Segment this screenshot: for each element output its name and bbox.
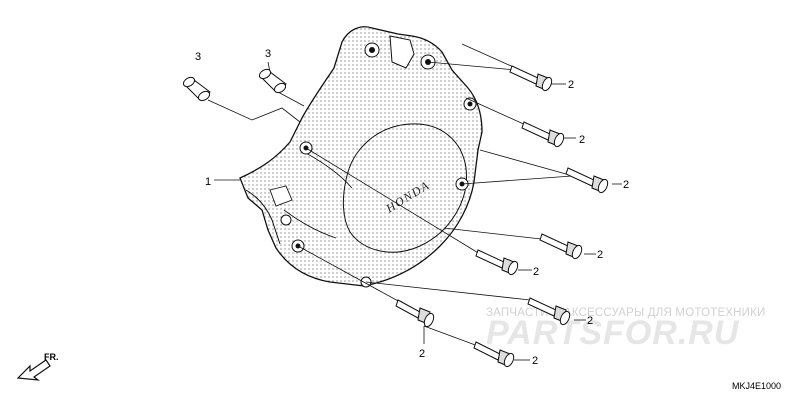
watermark-caption: ЗАПЧАСТИ И АКСЕССУАРЫ ДЛЯ МОТОТЕХНИКИ	[486, 307, 766, 319]
generator-cover: HONDA	[239, 26, 483, 288]
watermark-logo: PARTSFOR.RU	[486, 314, 740, 352]
dowel-pins	[182, 68, 287, 102]
bolt-a	[509, 65, 553, 92]
dowel-pin-right	[258, 68, 287, 94]
bolt-b	[521, 121, 565, 148]
bolt-f	[527, 297, 571, 326]
front-label: FR.	[44, 352, 59, 362]
callout-dowel-right: 3	[265, 48, 271, 60]
flange-bolts	[395, 65, 609, 368]
callout-dowel-left: 3	[195, 51, 201, 63]
callout-bolt-b: 2	[579, 134, 585, 146]
callout-bolt-h: 2	[532, 355, 538, 367]
dowel-pin-left	[182, 76, 211, 102]
callout-bolt-g: 2	[419, 348, 425, 360]
bolt-d	[539, 233, 583, 260]
front-direction-arrow: FR.	[16, 352, 59, 381]
bolt-c	[565, 167, 609, 194]
callout-cover: 1	[205, 176, 211, 188]
callout-bolt-f: 2	[587, 315, 593, 327]
diagram-code: MKJ4E1000	[732, 381, 781, 391]
watermark: PARTSFOR.RU ЗАПЧАСТИ И АКСЕССУАРЫ ДЛЯ МО…	[486, 307, 766, 352]
bolt-h	[473, 341, 515, 368]
bolt-g	[395, 299, 435, 328]
callout-labels: 1 3 3 2 2 2 2 2 2 2 2	[195, 48, 629, 367]
callout-bolt-c: 2	[623, 179, 629, 191]
bolt-e	[475, 249, 519, 276]
callout-bolt-a: 2	[568, 79, 574, 91]
callout-bolt-d: 2	[597, 249, 603, 261]
callout-bolt-e: 2	[533, 266, 539, 278]
